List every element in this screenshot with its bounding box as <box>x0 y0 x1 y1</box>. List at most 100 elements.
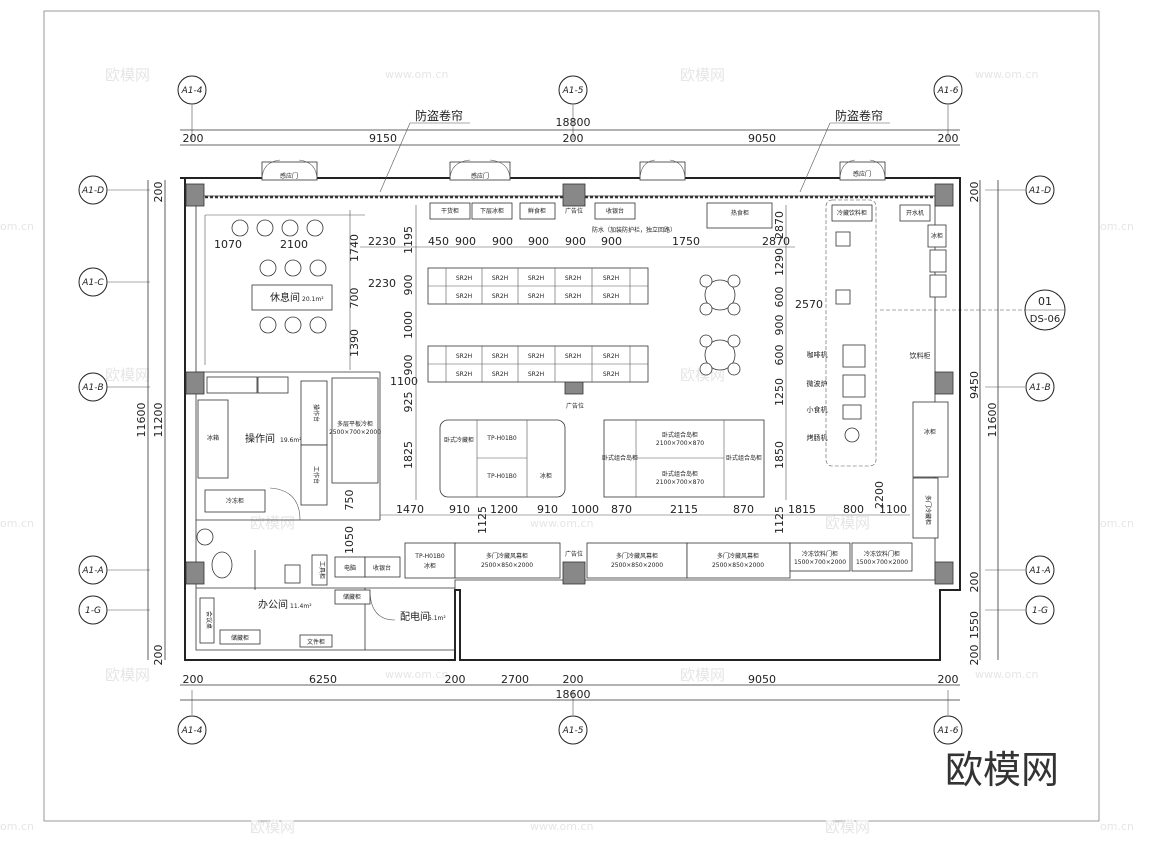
watermark-url: www.om.cn <box>530 820 593 833</box>
room-label: 休息间 <box>270 291 300 304</box>
axis-label: A1-6 <box>937 86 959 96</box>
axis-label: A1-A <box>81 566 103 576</box>
dim-value: 900 <box>402 355 415 376</box>
door-label: 感应门 <box>471 172 489 180</box>
equipment-label: 操作台 <box>312 404 320 422</box>
dim-value: 1470 <box>396 503 424 516</box>
operation-room: 冰箱 操作间 19.6m² 操作台 工作台 多层平板冷柜 2500×700×20… <box>197 375 418 554</box>
equipment-label: 多门冷藏风幕柜 <box>717 552 759 560</box>
dim-value: 1850 <box>773 441 786 469</box>
axis-label: A1-5 <box>562 726 584 736</box>
axis-label: A1-A <box>1028 566 1050 576</box>
dim-value: 870 <box>611 503 632 516</box>
dim-value: 1195 <box>402 226 415 254</box>
dim-value: 1250 <box>773 378 786 406</box>
shelf-code: SR2H <box>528 275 544 282</box>
dim-value: 2870 <box>773 211 786 239</box>
equipment-label: 烤肠机 <box>807 433 828 442</box>
dim-value: 900 <box>402 275 415 296</box>
watermark-url: www.om.cn <box>975 668 1038 681</box>
equipment-label: 广告位 <box>566 402 584 410</box>
equipment-label: 微波炉 <box>807 379 828 388</box>
shelf-code: SR2H <box>492 353 508 360</box>
shutter-label: 防盗卷帘 <box>835 108 883 123</box>
axis-bubbles-top: A1-4 A1-5 A1-6 <box>177 75 963 105</box>
door-label: 感应门 <box>853 170 871 178</box>
equipment-label: 咖啡机 <box>807 350 828 359</box>
dim-bottom-total: 18600 <box>556 688 591 701</box>
dim-value: 2870 <box>762 235 790 248</box>
dimension-row-6: 1470 910 1200 910 1000 870 2115 870 1125… <box>380 503 910 534</box>
dim-value: 2200 <box>873 481 886 509</box>
equipment-label: 卧式组合岛柜 <box>726 454 762 462</box>
dim-value: 2230 <box>368 235 396 248</box>
room-label: 办公间 <box>258 598 288 611</box>
room-area: 19.6m² <box>280 437 302 444</box>
equipment-label: 冷藏饮料柜 <box>837 209 867 217</box>
shelf-code: SR2H <box>456 371 472 378</box>
equipment-spec: 2500×700×2000 <box>329 429 381 436</box>
equipment-label: 电脑 <box>344 564 356 572</box>
watermark-text: 欧模网 <box>105 666 150 684</box>
watermark-url: om.cn <box>0 820 34 833</box>
watermark-text: 欧模网 <box>825 818 870 836</box>
island-left: 卧式冷藏柜 TP-H01B0 TP-H01B0 冰柜 <box>439 419 566 498</box>
equipment-label: 广告位 <box>565 207 583 215</box>
dim-value: 900 <box>773 315 786 336</box>
right-wall-equipment: 开水机 冰柜 饮料柜 冰柜 多门冷藏柜 <box>899 204 949 539</box>
equipment-label: TP-H01B0 <box>414 553 445 560</box>
axis-label: 1-G <box>85 606 101 616</box>
shutter-label: 防盗卷帘 <box>415 108 463 123</box>
room-label: 操作间 <box>245 432 275 445</box>
axis-label: A1-4 <box>181 726 203 736</box>
equipment-label: 工作台 <box>312 466 320 484</box>
dim-value: 910 <box>537 503 558 516</box>
equipment-spec: 2500×850×2000 <box>481 562 533 569</box>
axis-bubbles-left: A1-D A1-C A1-B A1-A 1-G <box>78 175 108 625</box>
dim-value: 900 <box>528 235 549 248</box>
equipment-spec: 2500×850×2000 <box>611 562 663 569</box>
gondola-shelves: SR2H SR2H SR2H SR2H SR2H SR2H SR2H SR2H … <box>427 267 649 410</box>
axis-label: A1-5 <box>562 86 584 96</box>
dim-value: 600 <box>773 345 786 366</box>
dim-value: 600 <box>773 287 786 308</box>
door-label: 感应门 <box>280 172 298 180</box>
detail-sheet: DS-06 <box>1030 314 1060 325</box>
island-center: 卧式组合岛柜 2100×700×870 卧式组合岛柜 2100×700×870 … <box>602 419 765 498</box>
dim-right-1550: 1550 <box>968 611 981 639</box>
shelf-code: SR2H <box>492 293 508 300</box>
watermark-url: om.cn <box>1100 820 1134 833</box>
dim-value: 1000 <box>571 503 599 516</box>
dim-value: 200 <box>563 673 584 686</box>
shelf-code: SR2H <box>456 293 472 300</box>
watermark-text: 欧模网 <box>250 818 295 836</box>
dim-value: 200 <box>152 645 165 666</box>
dim-value: 200 <box>445 673 466 686</box>
shelf-code: SR2H <box>565 353 581 360</box>
dim-value: 6250 <box>309 673 337 686</box>
equipment-label: TP-H01B0 <box>486 435 517 442</box>
right-dimensions: 200 9450 200 1550 200 11600 <box>968 180 999 666</box>
equipment-label: 会议桌 <box>205 611 213 629</box>
dim-value: 1125 <box>773 506 786 534</box>
dim-value: 200 <box>563 132 584 145</box>
watermark-text: 欧模网 <box>825 514 870 532</box>
shutter-callouts: 防盗卷帘 防盗卷帘 <box>379 108 890 193</box>
dim-value: 1050 <box>343 526 356 554</box>
dim-value: 900 <box>455 235 476 248</box>
shelf-code: SR2H <box>603 293 619 300</box>
watermark-text: 欧模网 <box>105 366 150 384</box>
watermark-text: 欧模网 <box>250 514 295 532</box>
dim-value: 910 <box>449 503 470 516</box>
dim-right-inner: 9450 <box>968 371 981 399</box>
dim-value: 1740 <box>348 234 361 262</box>
shelf-code: SR2H <box>603 371 619 378</box>
equipment-label: 多门冷藏风幕柜 <box>486 552 528 560</box>
equipment-label: 冷冻柜 <box>226 497 244 505</box>
watermark-text: 欧模网 <box>680 66 725 84</box>
dim-value: 450 <box>428 235 449 248</box>
equipment-label: 冰柜 <box>540 472 552 480</box>
dim-value: 900 <box>601 235 622 248</box>
dim-value: 900 <box>565 235 586 248</box>
